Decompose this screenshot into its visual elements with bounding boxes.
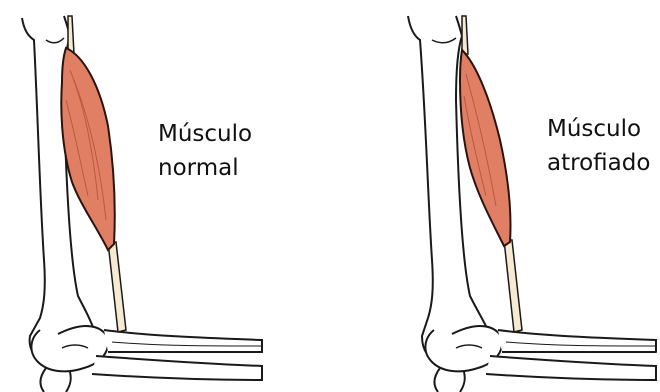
panel-normal-muscle: Músculo normal <box>0 0 330 392</box>
humerus-bone <box>408 16 488 362</box>
label-normal-line1: Músculo <box>158 117 252 151</box>
label-atrophied-line2: atrofiado <box>547 146 650 180</box>
label-normal-muscle: Músculo normal <box>158 117 252 185</box>
biceps-muscle-atrophied <box>460 50 511 246</box>
panel-atrophied-muscle: Músculo atrofiado <box>330 0 660 392</box>
forearm-bones <box>486 330 656 380</box>
label-atrophied-line1: Músculo <box>547 112 650 146</box>
label-normal-line2: normal <box>158 151 252 185</box>
arm-normal-illustration <box>0 0 330 392</box>
arm-atrophied-illustration <box>330 0 660 392</box>
forearm-bones <box>92 330 262 380</box>
label-atrophied-muscle: Músculo atrofiado <box>547 112 650 180</box>
